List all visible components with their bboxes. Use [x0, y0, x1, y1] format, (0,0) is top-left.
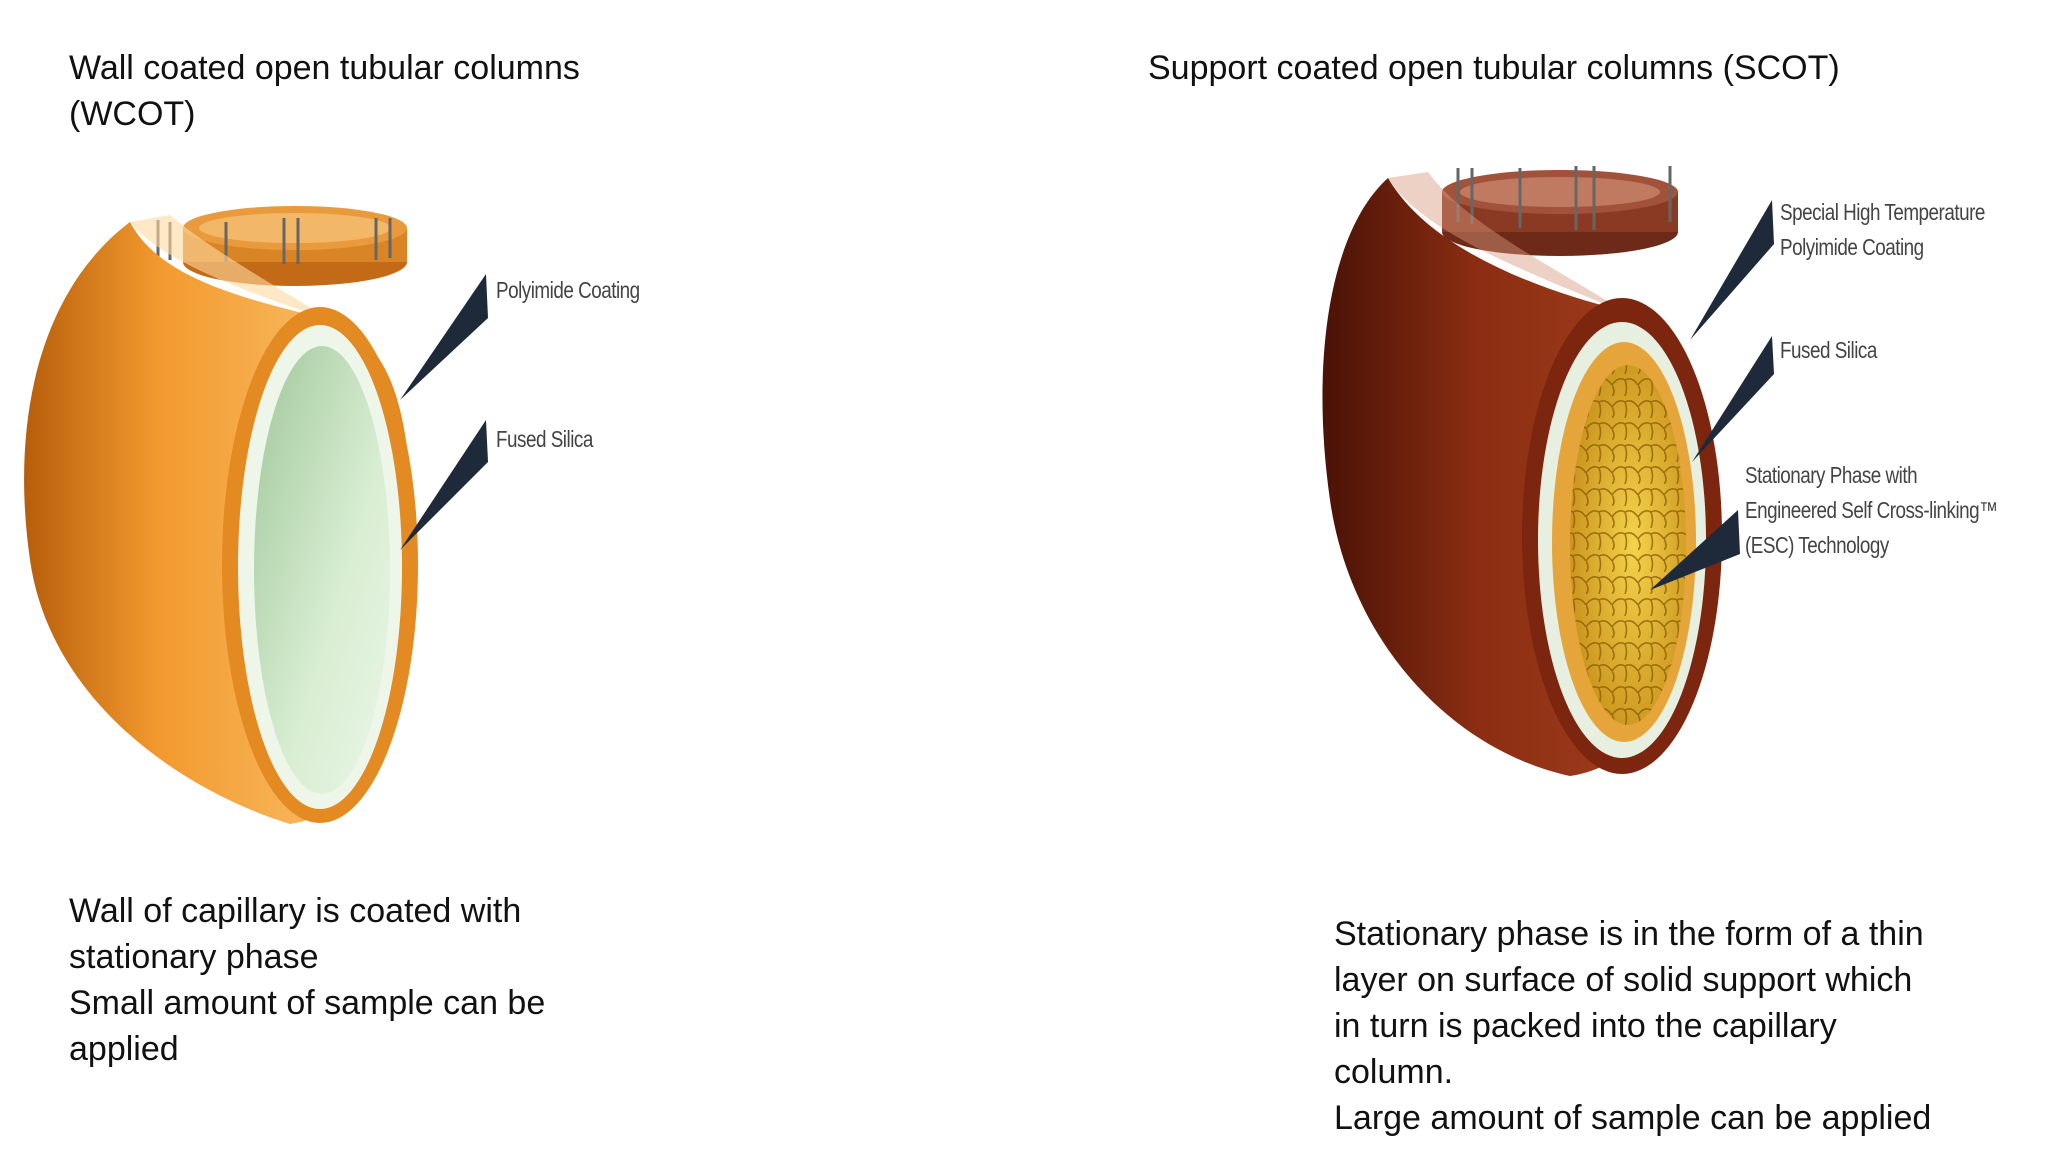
- scot-desc-line-1: Stationary phase is in the form of a thi…: [1334, 915, 1924, 953]
- scot-callout-phase-line-1: Stationary Phase with: [1745, 462, 1918, 488]
- scot-column-illustration: [1322, 166, 1774, 776]
- wcot-desc-line-1: Wall of capillary is coated with: [69, 892, 522, 930]
- scot-desc-line-5: Large amount of sample can be applied: [1334, 1099, 1932, 1137]
- scot-callout-coating-line-1: Special High Temperature: [1780, 199, 1985, 225]
- wcot-desc-line-4: applied: [69, 1030, 179, 1068]
- wcot-column-illustration: [24, 206, 488, 824]
- wcot-title-line-2: (WCOT): [69, 95, 196, 133]
- wcot-callout-fused-silica: Fused Silica: [496, 426, 593, 452]
- scot-title-line: Support coated open tubular columns (SCO…: [1148, 49, 1840, 87]
- wcot-desc-line-2: stationary phase: [69, 938, 319, 976]
- wcot-title: Wall coated open tubular columns (WCOT): [69, 45, 580, 137]
- scot-callout-stationary-phase: Stationary Phase with Engineered Self Cr…: [1745, 458, 1998, 563]
- wcot-callout-polyimide: Polyimide Coating: [496, 277, 640, 303]
- wcot-desc-line-3: Small amount of sample can be: [69, 984, 546, 1022]
- scot-desc-line-2: layer on surface of solid support which: [1334, 961, 1913, 999]
- scot-desc-line-3: in turn is packed into the capillary: [1334, 1007, 1837, 1045]
- scot-callout-fused-silica: Fused Silica: [1780, 337, 1877, 363]
- scot-callout-phase-line-2: Engineered Self Cross-linking™: [1745, 497, 1998, 523]
- scot-title: Support coated open tubular columns (SCO…: [1148, 45, 1840, 91]
- wcot-description: Wall of capillary is coated with station…: [69, 888, 545, 1072]
- wcot-title-line-1: Wall coated open tubular columns: [69, 49, 580, 87]
- scot-callout-coating-line-2: Polyimide Coating: [1780, 234, 1924, 260]
- scot-callout-coating: Special High Temperature Polyimide Coati…: [1780, 195, 1985, 265]
- scot-callout-phase-line-3: (ESC) Technology: [1745, 532, 1889, 558]
- scot-coil: [1442, 166, 1678, 256]
- scot-desc-line-4: column.: [1334, 1053, 1454, 1091]
- scot-description: Stationary phase is in the form of a thi…: [1334, 911, 1931, 1141]
